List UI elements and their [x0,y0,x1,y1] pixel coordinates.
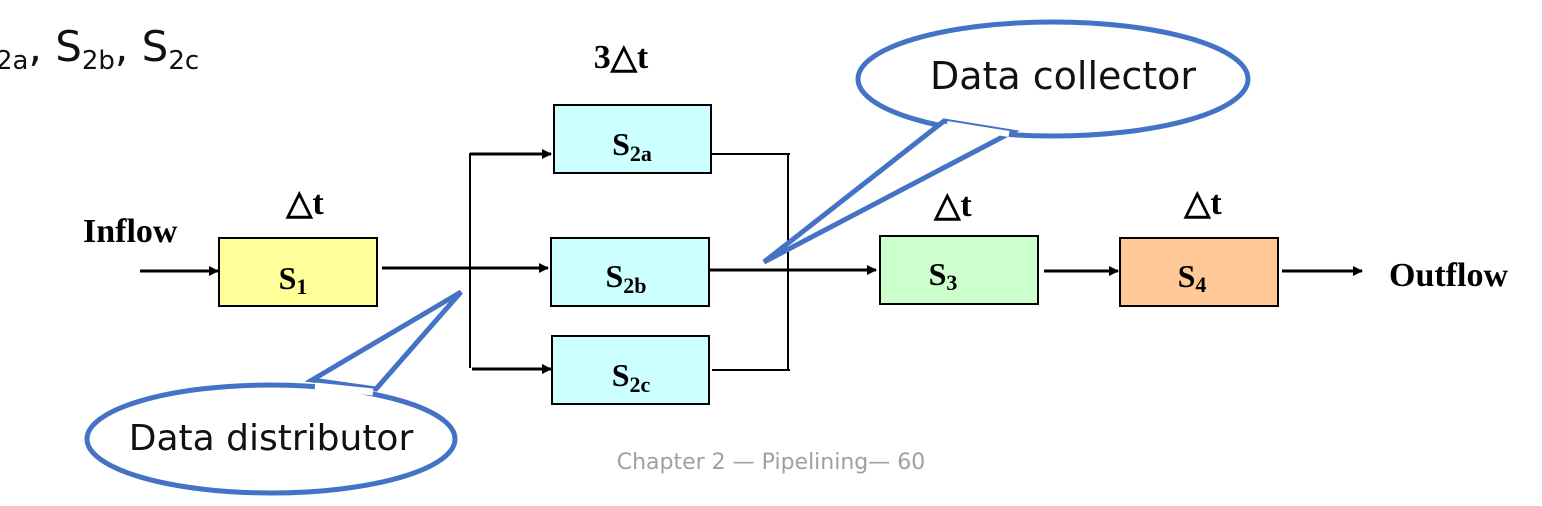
stage-s2b-base: S [605,258,623,294]
s2b-base: S [55,22,82,71]
data-distributor-label: Data distributor [129,418,414,459]
data-collector-seam [946,121,1010,137]
stage-s2c: S2c [551,335,710,405]
stage-s2b: S2b [550,237,710,307]
data-collector-label: Data collector [930,54,1196,98]
stage-s2a-box [553,104,712,174]
heading-separator: , [114,22,129,71]
stage-s2a: S2a [553,104,712,174]
stage-s1: S1 [218,237,378,307]
svg-text:S4: S4 [1178,258,1207,297]
s2a-subscript: 2a [0,46,29,76]
stage-s2b-sub: 2b [623,273,646,298]
svg-text:S1: S1 [279,260,308,299]
s4-time-label: △t [1183,185,1222,222]
stage-s4: S4 [1119,237,1279,307]
data-distributor-seam [314,382,374,396]
stage-s4-box [1119,237,1279,307]
stage-list-heading: 2a, S2b, S2c [0,22,199,76]
stage-s3: S3 [879,235,1039,305]
stage-s2b-box [550,237,710,307]
stage-s1-sub: 1 [296,274,307,299]
s2-time-label: 3△t [594,39,649,76]
outflow-label: Outflow [1389,257,1508,294]
svg-text:S2a: S2a [612,126,652,166]
stage-s2c-sub: 2c [630,372,651,397]
s2c-base: S [141,22,169,71]
s2c-subscript: 2c [168,46,200,76]
svg-text:S2c: S2c [612,357,651,397]
svg-text:S2b: S2b [605,258,646,298]
stage-s2c-base: S [612,357,630,393]
s2b-subscript: 2b [81,46,115,76]
stage-s3-box [879,235,1039,305]
slide-footer: Chapter 2 — Pipelining— 60 [616,450,926,475]
inflow-label: Inflow [83,213,178,250]
data-distributor-callout: Data distributor [84,289,463,496]
data-distributor-bubble [84,382,458,496]
stage-s4-sub: 4 [1195,272,1206,297]
stage-s4-base: S [1178,258,1196,294]
data-distributor-pointer [304,289,463,392]
s1-time-label: △t [285,185,324,222]
stage-s1-base: S [279,260,297,296]
data-collector-callout: Data collector [762,19,1251,265]
s3-time-label: △t [933,187,972,224]
data-collector-bubble [855,19,1251,139]
stage-s3-sub: 3 [946,270,957,295]
svg-text:S3: S3 [929,256,958,295]
heading-separator: , [28,22,42,71]
stage-s2a-base: S [612,126,630,162]
stage-s2a-sub: 2a [630,141,652,166]
stage-s2c-box [551,335,710,405]
stage-s1-box [218,237,378,307]
stage-s3-base: S [929,256,947,292]
